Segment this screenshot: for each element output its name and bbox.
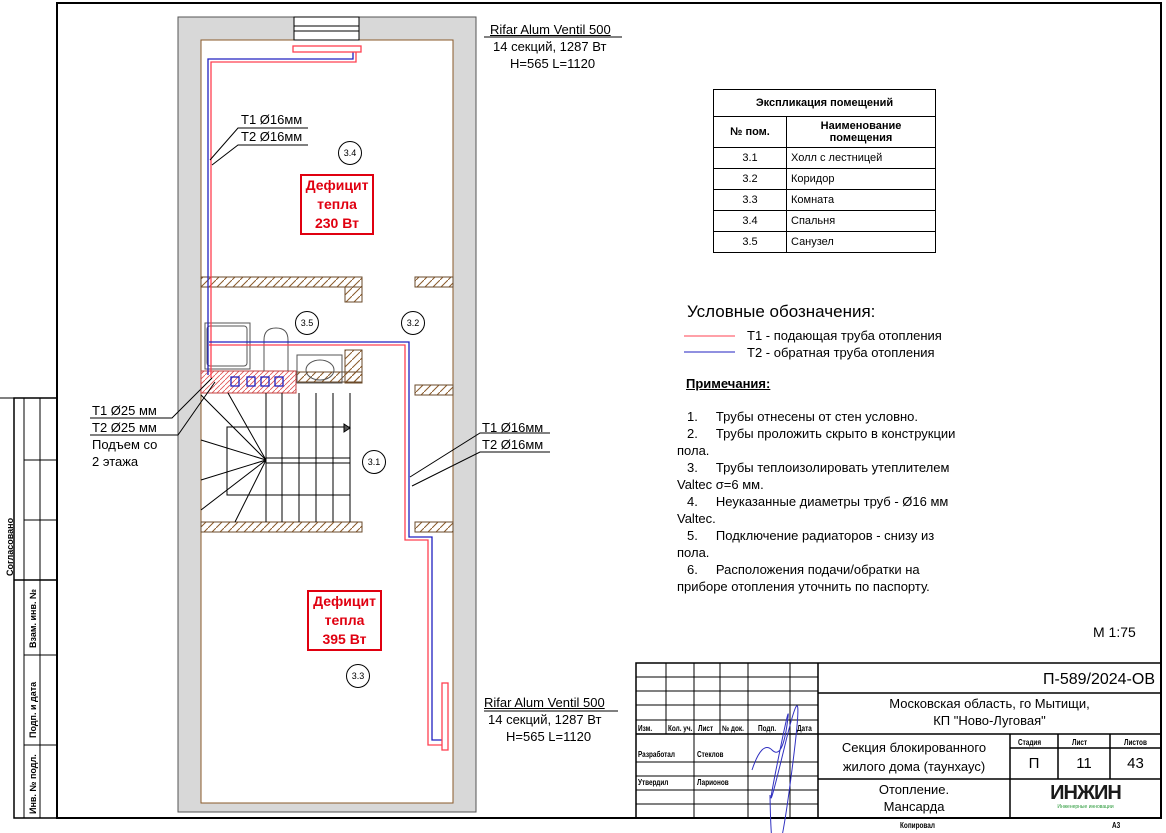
room-marker: 3.3 [346,664,370,688]
format-label: А3 [1112,821,1121,830]
pipe-label: T1 Ø25 мм [92,403,157,418]
room-marker: 3.4 [338,141,362,165]
sheets-value: 43 [1127,755,1144,772]
sheets-header: Листов [1124,738,1147,747]
sheet-header: Лист [1072,738,1088,747]
radiator-bottom-size: H=565 L=1120 [506,729,592,744]
sheet-title: Отопление.Мансарда [878,782,950,814]
stage-value: П [1028,755,1040,772]
col-header: Подп. [758,724,777,733]
sheet-value: 11 [1076,755,1092,772]
signature [751,705,799,833]
inv-orig-label: Инв. № подл. [28,754,38,814]
copied-label: Копировал [900,821,935,830]
radiator-top-model: Rifar Alum Ventil 500 [490,22,611,37]
radiator-top-size: H=565 L=1120 [510,56,596,71]
room-marker: 3.1 [362,450,386,474]
riser-note: 2 этажа [92,454,139,469]
col-header: Кол. уч. [668,724,693,733]
pipe-label: T2 Ø25 мм [92,420,157,435]
legend-title: Условные обозначения: [687,302,876,321]
radiator-bottom-spec: 14 секций, 1287 Вт [488,712,602,727]
pipe-label: T1 Ø16мм [482,420,544,435]
legend-t2: Т2 - обратная труба отопления [747,345,935,360]
document-code: П-589/2024-ОВ [1042,671,1155,688]
room-marker: 3.2 [401,311,425,335]
approver-role: Утвердил [638,778,669,787]
col-header: Изм. [638,724,653,733]
pipe-label: T2 Ø16мм [241,129,303,144]
notes-title: Примечания: [686,376,771,391]
scale: М 1:75 [1093,624,1136,640]
legend-t1: Т1 - подающая труба отопления [747,328,942,343]
radiator-bottom-model: Rifar Alum Ventil 500 [484,695,605,710]
inv-sub-label: Взам. инв. № [28,588,38,648]
room-marker: 3.5 [295,311,319,335]
col-header: Лист [698,724,714,733]
room-explication-table: Экспликация помещений № пом. Наименовани… [713,89,936,253]
stage-header: Стадия [1018,738,1042,747]
agreed-label: Согласовано [5,517,15,576]
sign-date-label: Подп. и дата [28,681,38,738]
notes-list: 1. Трубы отнесены от стен условно.2. Тру… [677,409,956,594]
approver-name: Ларионов [697,778,729,787]
developer-name: Стеклов [697,750,724,759]
col-header: № док. [722,724,744,733]
project-location: Московская область, го Мытищи,КП "Ново-Л… [889,696,1090,728]
col-header: Дата [797,724,812,733]
riser-note: Подъем со [92,437,158,452]
developer-role: Разработал [638,750,675,759]
pipe-label: T2 Ø16мм [482,437,544,452]
pipe-label: T1 Ø16мм [241,112,303,127]
radiator-top-spec: 14 секций, 1287 Вт [493,39,607,54]
